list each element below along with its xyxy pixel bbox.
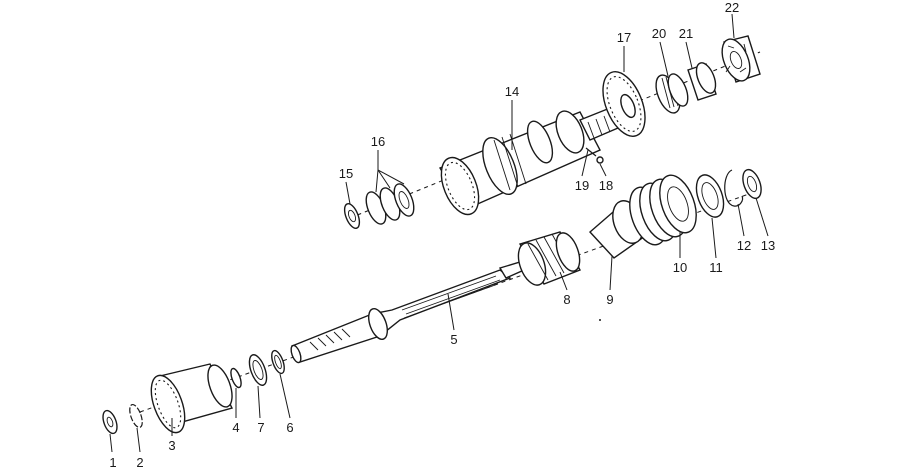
part-6-circlip: [271, 349, 285, 375]
part-20-needle-bearing: [655, 73, 689, 114]
callout-2: 2: [136, 455, 143, 470]
part-11-bearing-ring: [695, 174, 725, 218]
main-shaft-assembly: [102, 168, 762, 435]
part-1-washer: [102, 409, 118, 435]
callout-7: 7: [257, 420, 264, 435]
callout-10: 10: [673, 260, 687, 275]
callout-13: 13: [761, 238, 775, 253]
callout-20: 20: [652, 26, 666, 41]
stray-dot: [599, 319, 601, 321]
callout-labels: 1 2 3 4 5 6 7 8 9 10 11 12 13 14 15 16 1…: [109, 0, 775, 470]
callout-1: 1: [109, 455, 116, 470]
part-12-circlip: [724, 169, 744, 207]
callout-22: 22: [725, 0, 739, 15]
part-10-spring: [629, 174, 697, 246]
callout-6: 6: [286, 420, 293, 435]
part-21-bushing: [687, 62, 717, 101]
part-5-main-shaft: [290, 261, 525, 364]
part-16-shims: [365, 183, 415, 225]
callout-5: 5: [450, 332, 457, 347]
callout-18: 18: [599, 178, 613, 193]
layshaft-assembly: [343, 35, 761, 229]
part-22-castle-nut: [721, 35, 761, 83]
callout-16: 16: [371, 134, 385, 149]
callout-14: 14: [505, 84, 519, 99]
part-18-ball: [596, 156, 604, 164]
part-3-gear: [150, 363, 234, 434]
part-13-washer: [742, 168, 762, 200]
part-2-circlip: [129, 403, 143, 429]
callout-15: 15: [339, 166, 353, 181]
callout-21: 21: [679, 26, 693, 41]
part-14-cluster-gear: [438, 107, 619, 216]
callout-12: 12: [737, 238, 751, 253]
callout-4: 4: [232, 420, 239, 435]
callout-11: 11: [709, 260, 723, 275]
part-17-gear: [602, 71, 646, 137]
leader-lines: [109, 13, 769, 453]
part-19-pin: [585, 147, 597, 157]
callout-9: 9: [606, 292, 613, 307]
part-15-thrust-washer: [343, 203, 361, 229]
part-7-washer: [248, 354, 268, 386]
callout-3: 3: [168, 438, 175, 453]
part-8-helical-gear: [517, 231, 581, 286]
callout-17: 17: [617, 30, 631, 45]
callout-8: 8: [563, 292, 570, 307]
part-4-ring: [230, 367, 242, 389]
callout-19: 19: [575, 178, 589, 193]
